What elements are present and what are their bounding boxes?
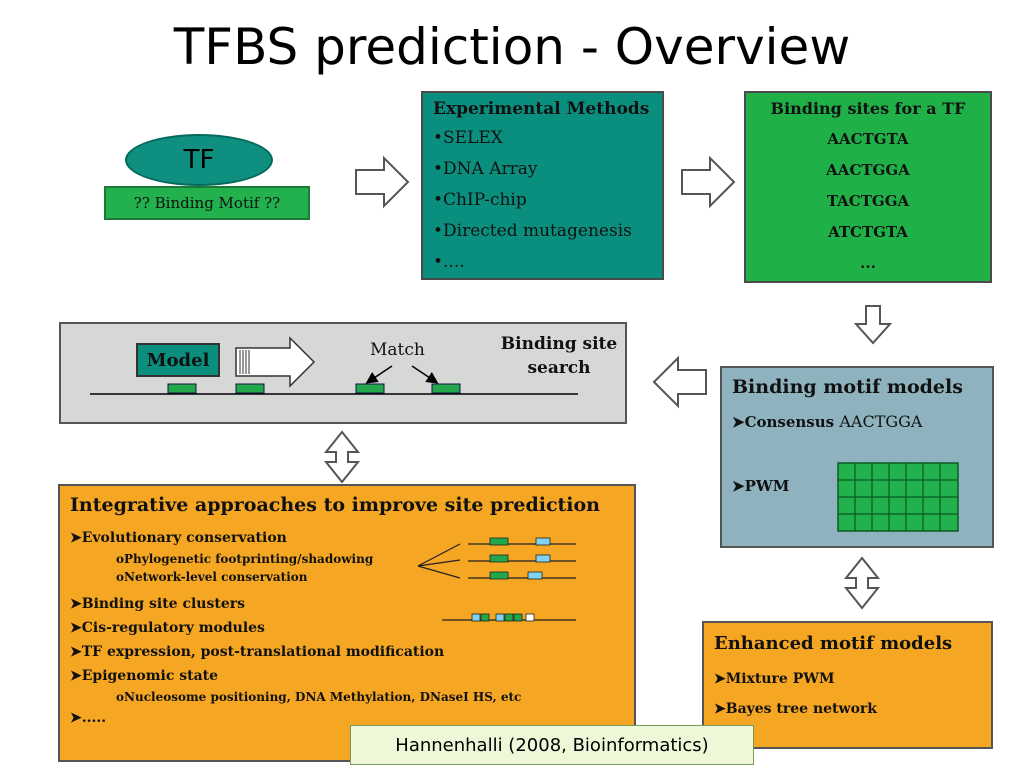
double-arrow-right <box>843 556 881 610</box>
block-arrow-down-1 <box>853 305 893 345</box>
integrative-subitem: oNetwork-level conservation <box>116 570 308 584</box>
integrative-subitem: oNucleosome positioning, DNA Methylation… <box>116 690 522 704</box>
site-mark <box>431 383 461 394</box>
double-arrow-left <box>323 430 361 484</box>
cluster-graphic <box>442 613 576 622</box>
consensus-label: ➤Consensus <box>732 413 835 431</box>
consensus-value: AACTGGA <box>839 412 923 431</box>
experimental-item: •Directed mutagenesis <box>433 221 632 241</box>
enhanced-item: ➤Bayes tree network <box>714 701 877 717</box>
binding-sequence: ATCTGTA <box>828 223 908 241</box>
tf-ellipse: TF <box>125 134 273 186</box>
experimental-item: •.... <box>433 252 465 272</box>
integrative-item: ➤..... <box>70 710 107 726</box>
conservation-graphic <box>417 537 576 580</box>
block-arrow-left <box>652 355 707 409</box>
integrative-item: ➤TF expression, post-translational modif… <box>70 644 445 660</box>
binding-sequence: ... <box>860 254 876 272</box>
block-arrow-right-1 <box>355 155 410 209</box>
binding-site-search-label: Binding site search <box>500 334 618 378</box>
model-box: Model <box>136 343 220 377</box>
citation-box: Hannenhalli (2008, Bioinformatics) <box>350 725 754 765</box>
site-mark <box>235 383 265 394</box>
consensus-line: ➤Consensus AACTGGA <box>732 412 982 431</box>
block-arrow-right-2 <box>681 155 736 209</box>
experimental-methods-heading: Experimental Methods <box>433 99 650 119</box>
experimental-methods-box: Experimental Methods •SELEX •DNA Array •… <box>421 91 664 280</box>
binding-motif-box: ?? Binding Motif ?? <box>104 186 310 220</box>
integrative-item: ➤Binding site clusters <box>70 596 245 612</box>
integrative-item: ➤Cis-regulatory modules <box>70 620 265 636</box>
pwm-label: ➤PWM <box>732 477 790 495</box>
experimental-item: •ChIP-chip <box>433 190 527 210</box>
binding-sites-box: Binding sites for a TF AACTGTA AACTGGA T… <box>744 91 992 283</box>
pwm-grid <box>837 462 959 532</box>
binding-sequence: AACTGTA <box>827 130 909 148</box>
enhanced-item: ➤Mixture PWM <box>714 671 835 687</box>
integrative-approaches-box: Integrative approaches to improve site p… <box>58 484 636 762</box>
slide-title: TFBS prediction - Overview <box>173 18 851 76</box>
scan-arrow <box>235 336 316 388</box>
motif-models-heading: Binding motif models <box>732 376 963 398</box>
experimental-item: •SELEX <box>433 128 503 148</box>
tf-label: TF <box>183 145 215 175</box>
match-arrow <box>365 365 393 384</box>
binding-sequence: AACTGGA <box>826 161 910 179</box>
match-label: Match <box>370 340 425 360</box>
integrative-item: ➤Epigenomic state <box>70 668 219 684</box>
integrative-subitem: oPhylogenetic footprinting/shadowing <box>116 552 374 566</box>
experimental-item: •DNA Array <box>433 159 538 179</box>
site-mark <box>355 383 385 394</box>
enhanced-heading: Enhanced motif models <box>714 633 953 654</box>
match-arrow <box>411 365 439 384</box>
integrative-item: ➤Evolutionary conservation <box>70 530 287 546</box>
integrative-heading: Integrative approaches to improve site p… <box>70 494 600 516</box>
site-mark <box>167 383 197 394</box>
binding-sites-heading: Binding sites for a TF <box>770 99 966 118</box>
binding-sequence: TACTGGA <box>826 192 910 210</box>
